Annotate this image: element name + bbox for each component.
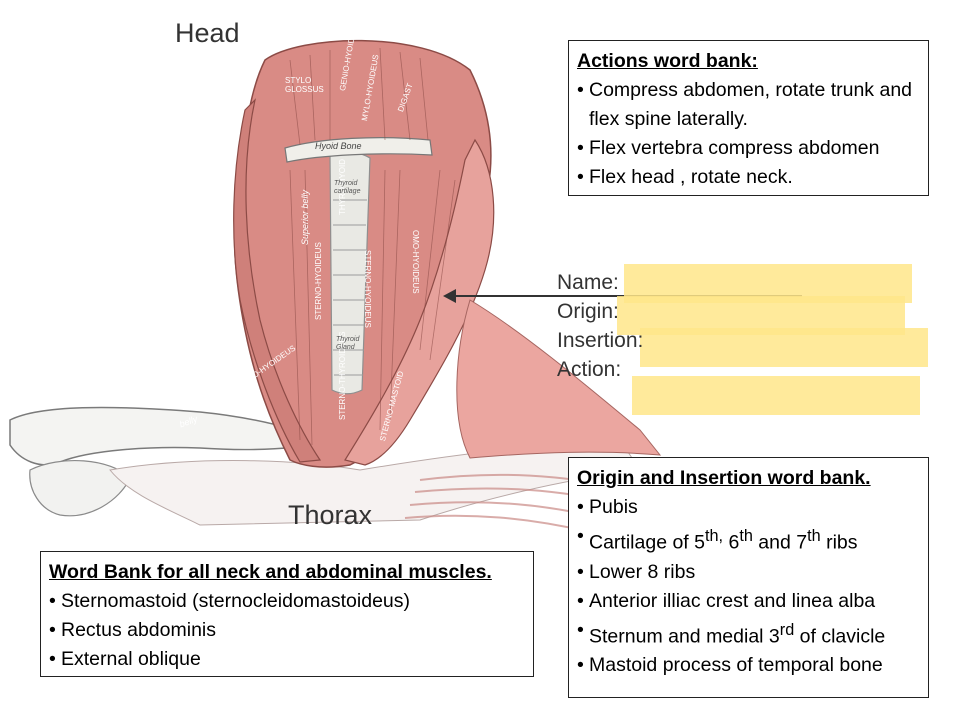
origin-insertion-word-bank: Origin and Insertion word bank. Pubis Ca…	[568, 457, 929, 698]
insertion-label: Insertion:	[557, 329, 644, 352]
actions-word-bank-title: Actions word bank:	[577, 50, 758, 72]
list-item: Compress abdomen, rotate trunk and flex …	[577, 76, 920, 134]
muscle-label-sterno-hyoideus-right: STERNO-HYOIDEUS	[363, 250, 372, 328]
muscle-word-bank: Word Bank for all neck and abdominal mus…	[40, 551, 534, 677]
muscle-label-hyoid-bone: Hyoid Bone	[315, 141, 362, 151]
left-sternomastoid-muscle	[233, 98, 322, 463]
muscle-label-omo-hyoideus: OMO-HYOIDEUS	[411, 230, 420, 294]
list-item: Lower 8 ribs	[577, 558, 920, 587]
action-label: Action:	[557, 358, 622, 381]
list-item: External oblique	[49, 645, 525, 674]
origin-insertion-word-bank-title: Origin and Insertion word bank.	[577, 467, 871, 489]
list-item: Sternum and medial 3rd of clavicle	[577, 616, 920, 652]
list-item: Cartilage of 5th, 6th and 7th ribs	[577, 522, 920, 558]
muscle-label-sterno-hyoideus-left: STERNO-HYOIDEUS	[314, 242, 323, 320]
muscle-label-thyroid-cartilage: Thyroid cartilage	[334, 180, 361, 195]
head-label: Head	[175, 18, 240, 48]
list-item: Flex head , rotate neck.	[577, 163, 920, 192]
sternomastoid-muscle	[344, 138, 495, 466]
hyoid-bone	[284, 137, 433, 163]
list-item: Pubis	[577, 493, 920, 522]
origin-label: Origin:	[557, 300, 619, 323]
muscle-label-thyroid-gland: Thyroid Gland	[336, 336, 360, 351]
pointer-arrow-head	[443, 289, 456, 303]
actions-word-bank: Actions word bank: Compress abdomen, rot…	[568, 40, 929, 196]
trapezius-region	[456, 299, 662, 459]
list-item: Rectus abdominis	[49, 616, 525, 645]
name-label: Name:	[557, 271, 619, 294]
list-item: Sternomastoid (sternocleidomastoideus)	[49, 587, 525, 616]
list-item: Anterior illiac crest and linea alba	[577, 587, 920, 616]
trachea-rings	[333, 199, 367, 376]
list-item: Mastoid process of temporal bone	[577, 651, 920, 680]
muscle-fibers	[289, 47, 456, 446]
list-item: Flex vertebra compress abdomen	[577, 134, 920, 163]
action-answer-field[interactable]	[632, 376, 920, 415]
muscle-label-stylo-glossus: STYLO GLOSSUS	[285, 76, 324, 94]
insertion-answer-field[interactable]	[640, 328, 928, 367]
muscle-label-superior-belly: Superior belly	[300, 189, 310, 245]
scapula-bone	[29, 460, 131, 517]
muscle-word-bank-title: Word Bank for all neck and abdominal mus…	[49, 561, 492, 583]
thorax-label: Thorax	[288, 500, 373, 530]
